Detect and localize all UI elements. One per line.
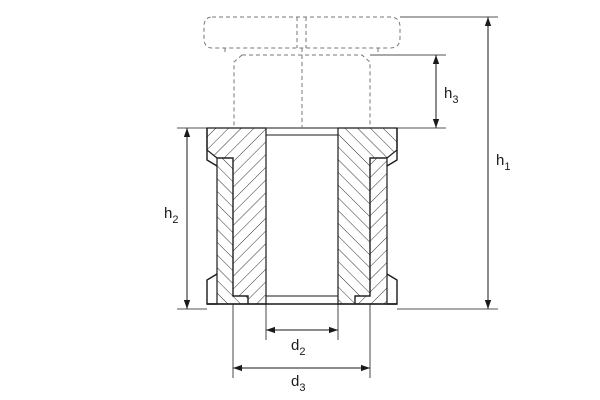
label-h2: h2 [164,205,178,226]
outer-contour [206,128,398,305]
dimension-h1 [397,16,498,310]
left-inner-body [206,127,267,305]
bushing-section [206,48,398,305]
right-inner-body [337,127,398,305]
label-d2: d2 [291,337,305,358]
dimension-d2 [265,304,339,340]
dimension-d3 [232,304,371,378]
bore [266,127,338,305]
label-h3: h3 [444,85,458,106]
dimension-h3 [370,54,446,129]
label-d3: d3 [291,373,305,394]
dimension-h2 [177,127,207,310]
label-h1: h1 [496,152,510,173]
